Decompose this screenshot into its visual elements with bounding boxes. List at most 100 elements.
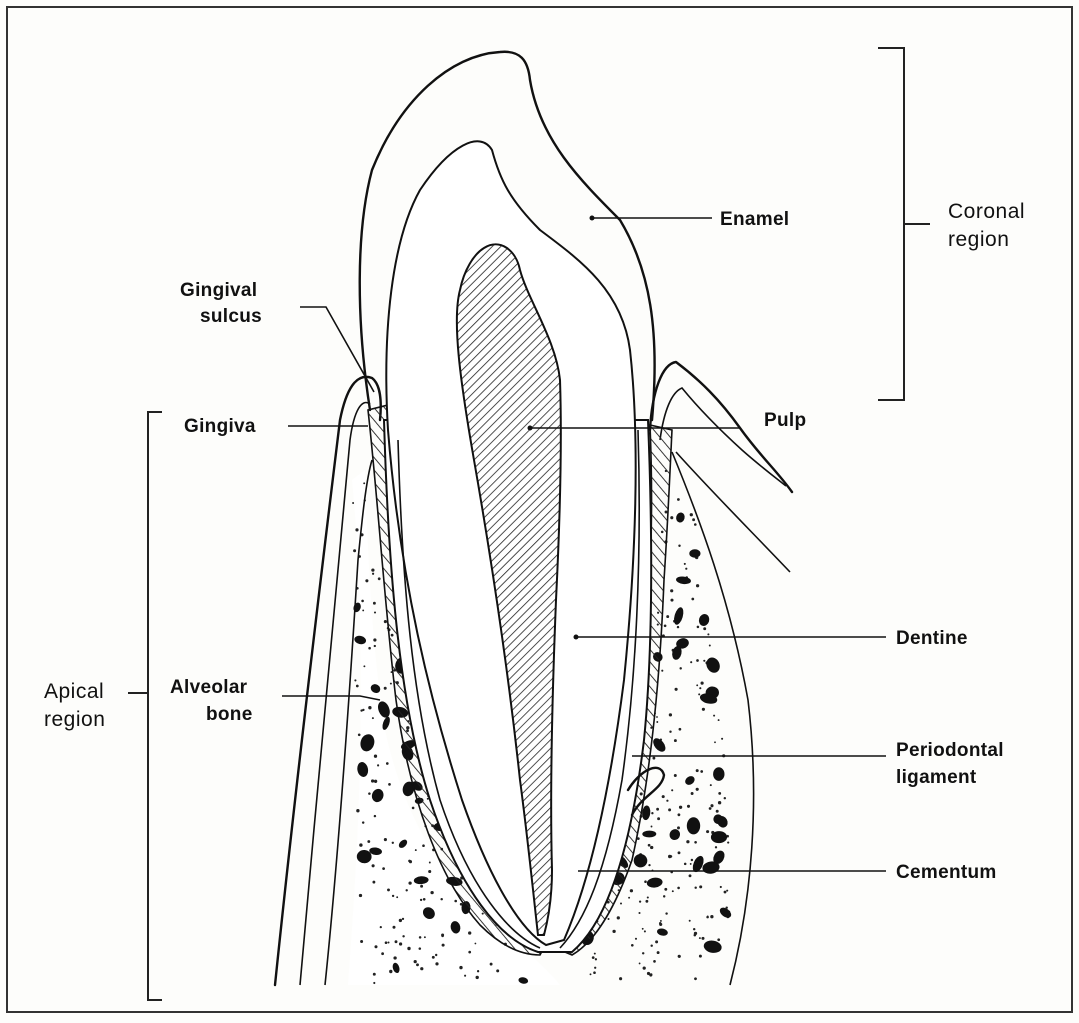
bone-dot	[666, 800, 668, 802]
bone-dot	[593, 971, 596, 974]
bone-dot	[655, 940, 658, 943]
bone-dot	[642, 928, 644, 930]
bone-dot	[699, 885, 702, 888]
bone-dot	[726, 890, 728, 892]
bone-dot	[635, 938, 637, 940]
bone-dot	[612, 930, 615, 933]
bone-dot	[684, 863, 687, 866]
label-coronal-2: region	[948, 228, 1009, 251]
bone-dot	[699, 955, 702, 958]
bone-dot	[353, 549, 356, 552]
bone-dot	[657, 817, 660, 820]
label-alveolar-2: bone	[206, 704, 253, 725]
bone-dot	[668, 808, 671, 811]
bone-dot	[372, 864, 375, 867]
bone-dot	[409, 860, 412, 863]
bone-dot	[677, 813, 680, 816]
bone-dot	[720, 886, 722, 888]
bone-trabecula	[683, 774, 696, 786]
bone-dot	[650, 944, 652, 946]
bone-dot	[684, 563, 686, 565]
bone-dot	[715, 846, 717, 848]
bracket-apical	[148, 412, 162, 1000]
bone-dot	[363, 482, 365, 484]
bone-dot	[381, 952, 384, 955]
bone-dot	[643, 966, 646, 969]
bone-dot	[656, 808, 659, 811]
bone-dot	[644, 930, 646, 932]
bone-dot	[670, 599, 673, 602]
bone-dot	[362, 609, 364, 611]
bone-dot	[372, 881, 375, 884]
bone-dot	[675, 688, 678, 691]
bone-dot	[694, 841, 697, 844]
bone-dot	[718, 719, 720, 721]
bone-dot	[694, 932, 697, 935]
bone-dot	[651, 826, 653, 828]
bone-dot	[359, 843, 362, 846]
bone-dot	[687, 805, 690, 808]
bone-dot	[387, 888, 390, 891]
label-pulp: Pulp	[764, 410, 806, 431]
bone-dot	[441, 934, 444, 937]
bone-trabecula	[672, 606, 685, 626]
label-gingiva: Gingiva	[184, 416, 256, 437]
bone-dot	[390, 683, 392, 685]
bone-dot	[356, 685, 359, 688]
bone-dot	[430, 891, 433, 894]
label-enamel: Enamel	[720, 209, 789, 230]
bone-trabecula	[676, 576, 692, 585]
bone-dot	[713, 715, 715, 717]
bone-dot	[468, 931, 471, 934]
bone-dot	[700, 770, 703, 773]
bone-dot	[701, 937, 704, 940]
bone-dot	[707, 633, 709, 635]
bone-dot	[670, 516, 673, 519]
bone-dot	[670, 589, 673, 592]
bone-dot	[666, 615, 669, 618]
bone-trabecula	[656, 928, 668, 937]
bone-dot	[718, 792, 721, 795]
bone-dot	[644, 880, 647, 883]
bone-dot	[647, 896, 649, 898]
bone-dot	[657, 951, 660, 954]
bone-dot	[679, 728, 682, 731]
bone-dot	[674, 774, 677, 777]
bone-dot	[374, 611, 376, 613]
bone-dot	[360, 940, 363, 943]
bone-dot	[359, 894, 362, 897]
label-alveolar-1: Alveolar	[170, 677, 248, 698]
bone-dot	[648, 864, 650, 866]
bone-dot	[406, 889, 408, 891]
bone-dot	[392, 895, 394, 897]
bone-dot	[372, 717, 374, 719]
bone-dot	[710, 784, 712, 786]
bone-dot	[727, 842, 729, 844]
bone-trabecula	[642, 830, 656, 837]
bone-dot	[692, 518, 695, 521]
bone-dot	[665, 912, 667, 914]
bone-dot	[367, 840, 370, 843]
bone-dot	[677, 887, 680, 890]
bone-dot	[384, 620, 387, 623]
bone-dot	[355, 528, 358, 531]
bone-dot	[686, 840, 689, 843]
bone-dot	[696, 788, 699, 791]
bone-dot	[662, 795, 665, 798]
bone-dot	[407, 947, 410, 950]
bone-dot	[689, 874, 692, 877]
bone-dot	[415, 849, 417, 851]
bone-dot	[373, 982, 375, 984]
bone-dot	[690, 661, 692, 663]
bone-dot	[356, 809, 359, 812]
bone-dot	[664, 624, 667, 627]
bone-dot	[464, 975, 466, 977]
bone-dot	[374, 815, 376, 817]
bone-dot	[380, 926, 382, 928]
bone-dot	[677, 626, 679, 628]
label-periodontal-1: Periodontal	[896, 740, 1004, 761]
bone-dot	[716, 810, 719, 813]
bone-dot	[384, 687, 387, 690]
label-coronal-1: Coronal	[948, 200, 1025, 223]
